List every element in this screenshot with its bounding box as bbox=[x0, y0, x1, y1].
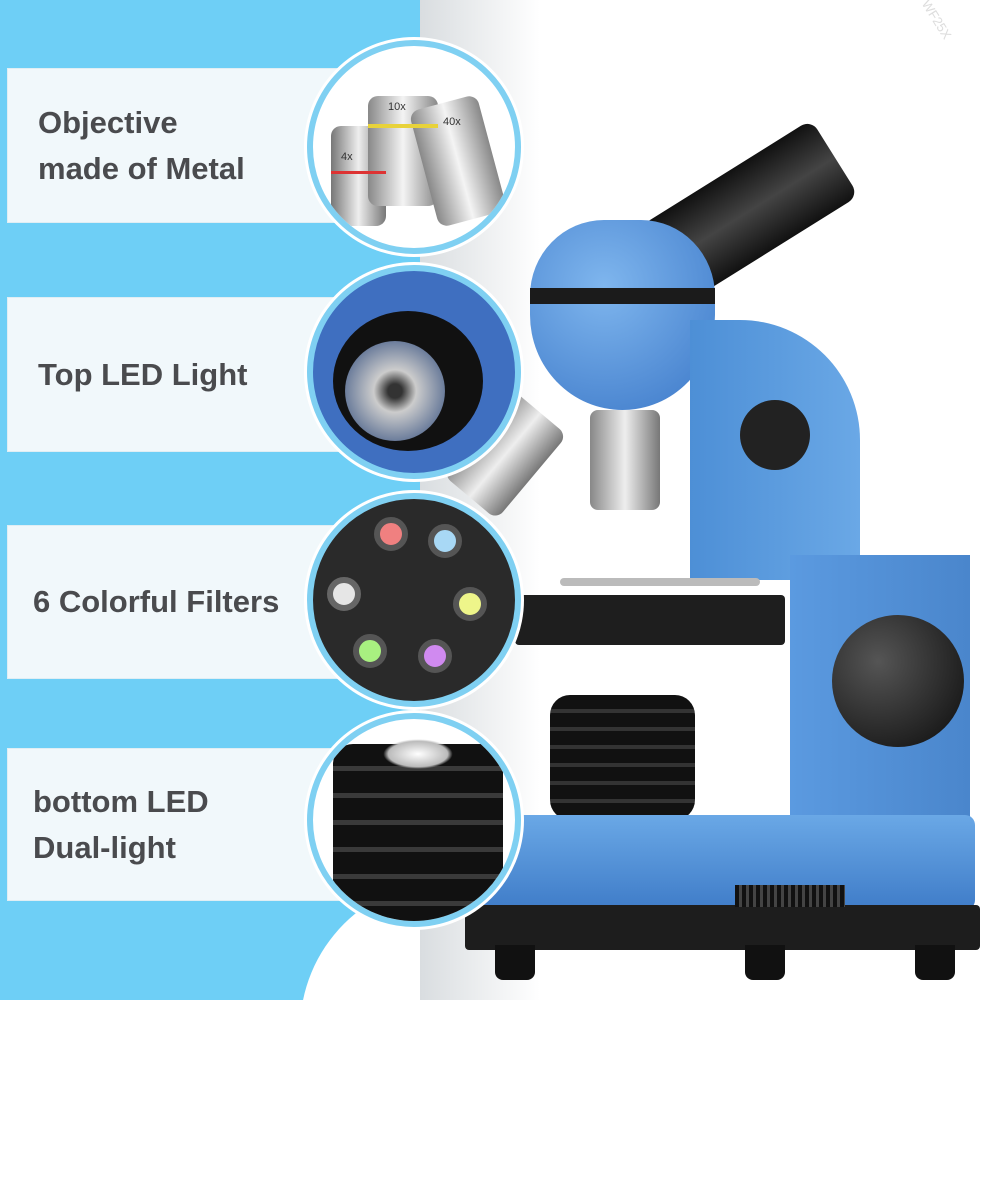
bottom-led-closeup bbox=[307, 713, 521, 927]
feature-label-filters: 6 Colorful Filters bbox=[7, 525, 342, 679]
brightness-wheel bbox=[735, 885, 845, 907]
objective-label: 40x bbox=[443, 116, 461, 128]
base-bottom bbox=[465, 905, 980, 950]
bottom-light bbox=[550, 695, 695, 820]
feature-label-objective: Objective made of Metal bbox=[7, 68, 342, 223]
eyepiece-label: WF25X bbox=[918, 0, 955, 42]
feature-text: Objective bbox=[38, 104, 178, 140]
stage bbox=[515, 595, 785, 645]
foot-right bbox=[915, 945, 955, 980]
base bbox=[470, 815, 975, 910]
feature-text: Dual-light bbox=[33, 829, 176, 865]
feature-text: 6 Colorful Filters bbox=[33, 584, 280, 619]
foot-left bbox=[495, 945, 535, 980]
filter-wheel-closeup bbox=[307, 493, 521, 707]
feature-label-top-led: Top LED Light bbox=[7, 297, 342, 452]
feature-label-bottom-led: bottom LED Dual-light bbox=[7, 748, 342, 901]
feature-text: made of Metal bbox=[38, 150, 245, 186]
objective-label: 4x bbox=[341, 151, 353, 163]
stage-clip bbox=[560, 578, 760, 586]
objective-closeup: 4x 10x 40x bbox=[307, 40, 521, 254]
foot-mid bbox=[745, 945, 785, 980]
coarse-knob bbox=[832, 615, 964, 747]
head-ring bbox=[530, 288, 715, 304]
focus-knob-small bbox=[740, 400, 810, 470]
head bbox=[530, 220, 715, 410]
top-led-closeup bbox=[307, 265, 521, 479]
feature-text: bottom LED bbox=[33, 783, 209, 819]
objective-center bbox=[590, 410, 660, 510]
feature-text: Top LED Light bbox=[38, 356, 248, 392]
objective-label: 10x bbox=[388, 101, 406, 113]
